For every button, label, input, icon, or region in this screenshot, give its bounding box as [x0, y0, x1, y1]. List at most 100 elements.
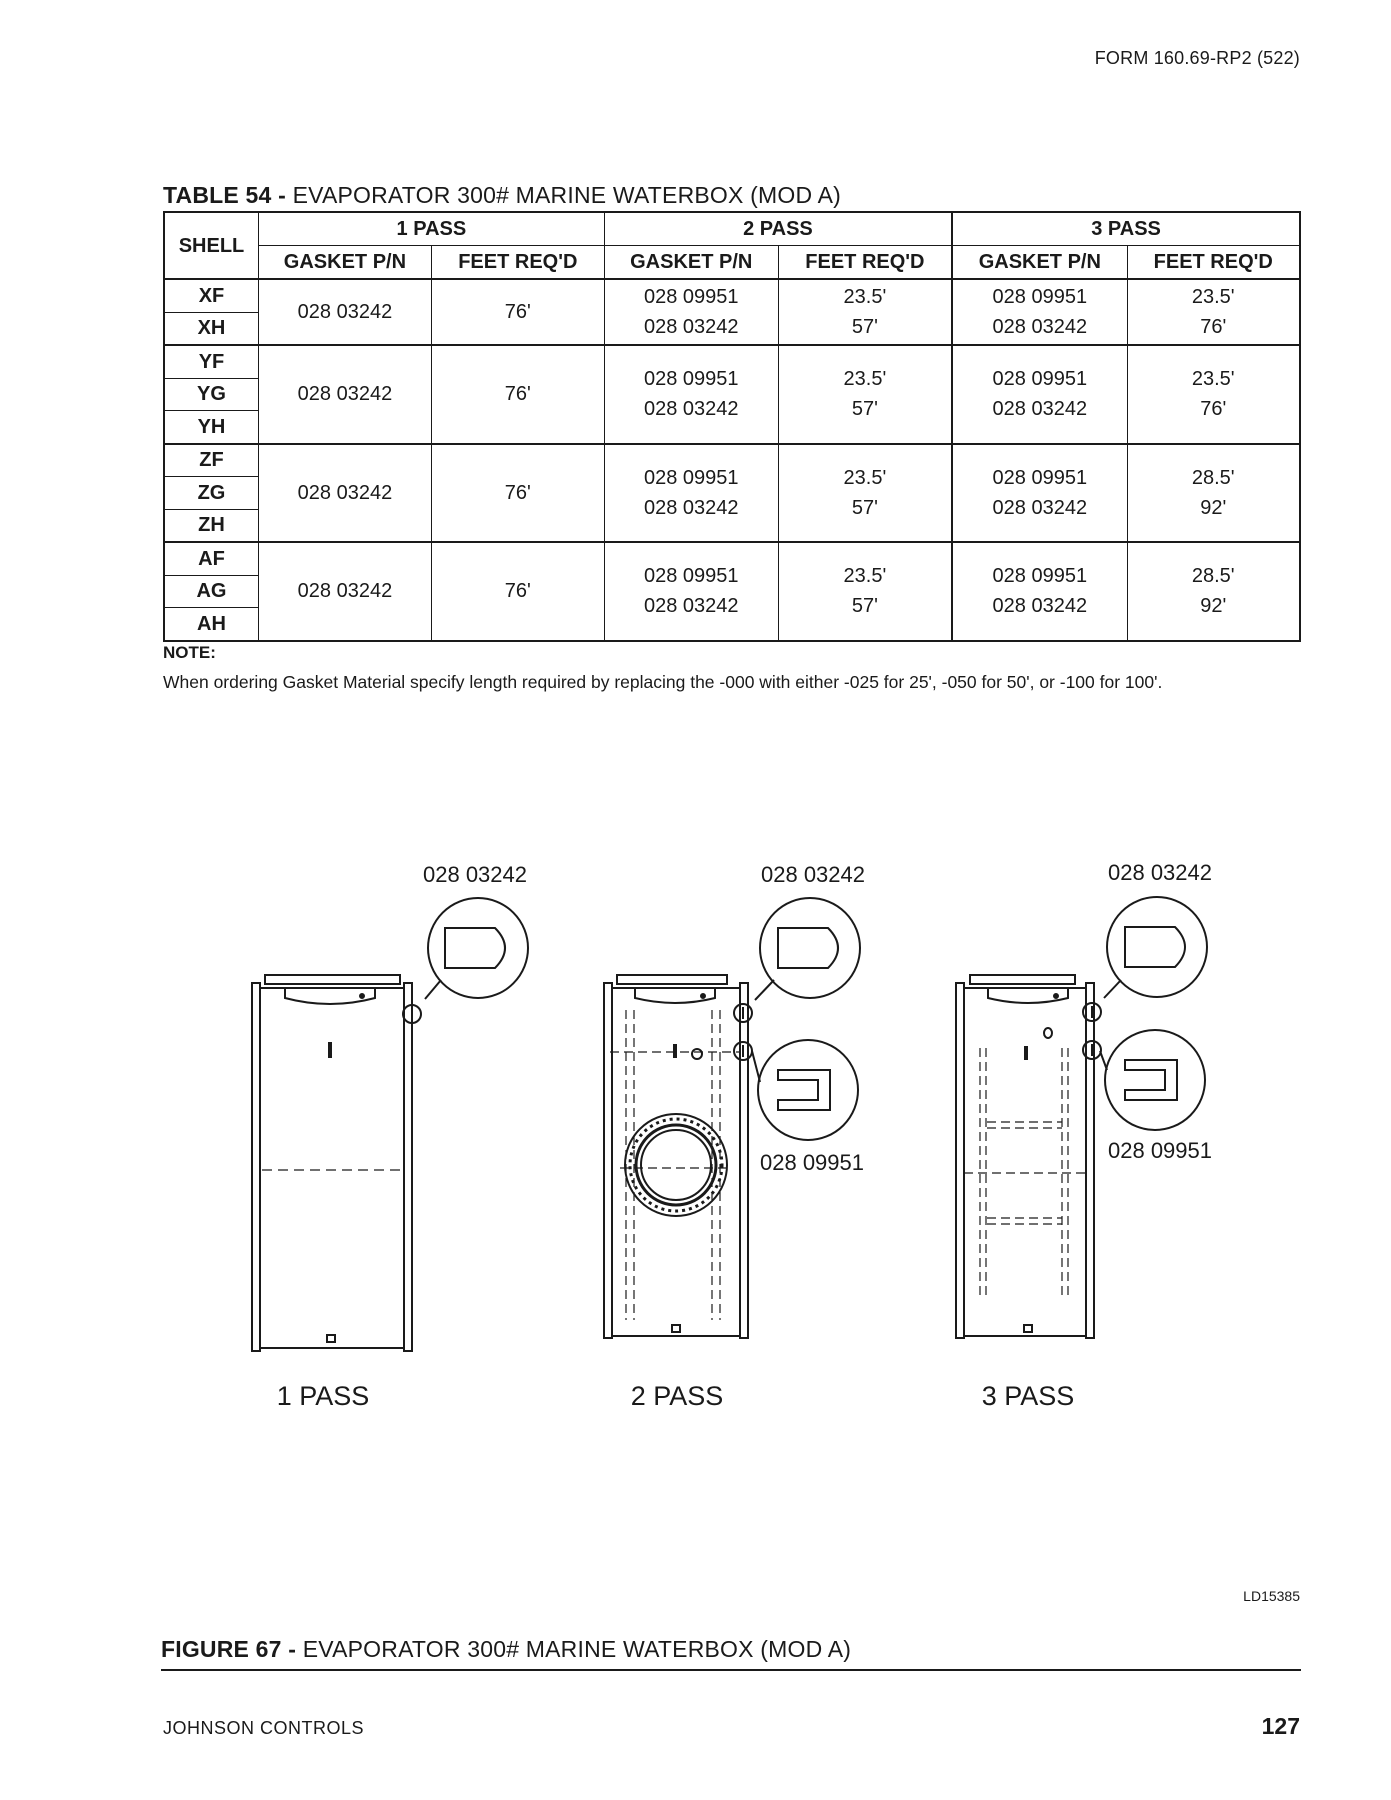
feet-value: 28.5' [1191, 565, 1235, 588]
gasket-cell: 028 09951 028 03242 [951, 442, 1128, 543]
feet-value: 23.5' [843, 368, 887, 391]
shell-cell: YH [163, 410, 259, 444]
gasket-pn-label: 028 03242 [423, 862, 527, 887]
gasket-value: 028 03242 [643, 398, 739, 421]
gasket-value: 028 09951 [643, 286, 739, 308]
gasket-cell: 028 03242 [257, 278, 432, 346]
gasket-value: 028 03242 [643, 595, 739, 618]
gasket-value: 028 09951 [643, 466, 739, 489]
note-text: When ordering Gasket Material specify le… [163, 672, 1163, 692]
gasket-value: 028 09951 [992, 466, 1088, 489]
feet-value: 57' [851, 496, 878, 519]
feet-cell: 23.5' 57' [777, 344, 953, 444]
gasket-table: SHELL 1 PASS 2 PASS 3 PASS GASKET P/N FE… [163, 211, 1301, 642]
feet-value: 92' [1200, 595, 1227, 618]
feet-cell: 76' [430, 278, 605, 346]
gasket-value: 028 03242 [992, 496, 1088, 519]
feet-cell: 23.5' 57' [777, 541, 953, 641]
gasket-pn-label: 028 03242 [1108, 860, 1212, 885]
feet-reqd-header: FEET REQ'D [1126, 245, 1301, 280]
feet-cell: 23.5' 76' [1126, 344, 1301, 444]
gasket-pn-label: 028 09951 [1108, 1138, 1212, 1163]
shell-cell: AG [163, 574, 259, 608]
gasket-value: 028 03242 [643, 496, 739, 519]
table-row: ZF 028 03242 76' 028 09951 028 03242 23.5… [163, 442, 1301, 543]
pass-label-1: 1 PASS [277, 1381, 370, 1411]
figure-title: FIGURE 67 - EVAPORATOR 300# MARINE WATER… [161, 1636, 851, 1663]
gasket-cell: 028 03242 [257, 344, 432, 444]
feet-value: 28.5' [1191, 466, 1235, 489]
note-heading: NOTE: [163, 643, 216, 662]
pass-label-3: 3 PASS [982, 1381, 1075, 1411]
gasket-detail-callout-2-pass-upper [733, 897, 861, 1023]
table-title-label: TABLE 54 - [163, 182, 286, 208]
gasket-detail-callout-3-pass-lower [1082, 1029, 1206, 1131]
feet-value: 92' [1200, 496, 1227, 519]
footer-divider [161, 1669, 1301, 1671]
feet-value: 57' [851, 595, 878, 618]
gasket-pn-header: GASKET P/N [951, 245, 1128, 280]
gasket-cell: 028 09951 028 03242 [603, 278, 779, 346]
feet-cell: 76' [430, 344, 605, 444]
gasket-cell: 028 03242 [257, 541, 432, 641]
gasket-value: 028 09951 [992, 368, 1088, 391]
pass-1-header: 1 PASS [257, 211, 605, 246]
feet-cell: 23.5' 57' [777, 442, 953, 543]
table-row: YF 028 03242 76' 028 09951 028 03242 23.5… [163, 344, 1301, 444]
feet-cell: 23.5' 57' [777, 278, 953, 346]
shell-cell: YF [163, 344, 259, 379]
shell-cell: AF [163, 541, 259, 576]
gasket-pn-header: GASKET P/N [603, 245, 779, 280]
gasket-pn-label: 028 03242 [761, 862, 865, 887]
shell-cell: YG [163, 377, 259, 411]
table-row: XH [163, 311, 1300, 346]
feet-value: 23.5' [1191, 286, 1235, 308]
shell-cell: ZF [163, 442, 259, 477]
feet-cell: 76' [430, 541, 605, 641]
feet-value: 76' [1200, 316, 1227, 338]
shell-cell: XH [163, 311, 259, 346]
table-row: ZH [163, 508, 1300, 543]
pass-header-row: SHELL 1 PASS 2 PASS 3 PASS [163, 211, 1301, 280]
sub-header-row: GASKET P/N FEET REQ'D GASKET P/N FEET RE… [164, 245, 1301, 280]
gasket-cell: 028 09951 028 03242 [603, 442, 779, 543]
shell-cell: AH [163, 607, 259, 641]
feet-value: 23.5' [843, 466, 887, 489]
gasket-detail-callout-3-pass-upper [1082, 896, 1208, 1022]
page-number: 127 [1261, 1713, 1300, 1739]
waterbox-3-pass-drawing [955, 974, 1095, 1339]
figure-title-text: EVAPORATOR 300# MARINE WATERBOX (MOD A) [296, 1636, 852, 1662]
gasket-value: 028 09951 [992, 565, 1088, 588]
feet-value: 57' [851, 398, 878, 421]
gasket-value: 028 03242 [643, 316, 739, 338]
feet-reqd-header: FEET REQ'D [777, 245, 953, 280]
shell-header: SHELL [163, 211, 259, 280]
figure-title-label: FIGURE 67 - [161, 1636, 297, 1662]
feet-value: 23.5' [843, 286, 887, 308]
gasket-value: 028 03242 [992, 398, 1088, 421]
gasket-value: 028 09951 [992, 286, 1088, 308]
table-row: ZG [163, 476, 1300, 510]
feet-cell: 28.5' 92' [1126, 442, 1301, 543]
table-row: YG [163, 377, 1300, 411]
waterbox-1-pass-drawing [251, 974, 413, 1352]
feet-value: 76' [1200, 398, 1227, 421]
gasket-detail-callout-1-pass [402, 897, 529, 1024]
feet-reqd-header: FEET REQ'D [430, 245, 605, 280]
feet-cell: 76' [430, 442, 605, 543]
gasket-cell: 028 09951 028 03242 [951, 344, 1128, 444]
feet-value: 23.5' [843, 565, 887, 588]
gasket-detail-callout-2-pass-lower [733, 1039, 859, 1141]
feet-value: 57' [851, 316, 878, 338]
feet-value: 23.5' [1191, 368, 1235, 391]
table-title: TABLE 54 - EVAPORATOR 300# MARINE WATERB… [163, 182, 841, 209]
shell-cell: ZH [163, 508, 259, 543]
gasket-cell: 028 03242 [257, 442, 432, 543]
drawing-reference: LD15385 [1243, 1588, 1300, 1604]
gasket-pn-label: 028 09951 [760, 1150, 864, 1175]
pass-label-2: 2 PASS [631, 1381, 724, 1411]
feet-cell: 23.5' 76' [1126, 278, 1301, 346]
